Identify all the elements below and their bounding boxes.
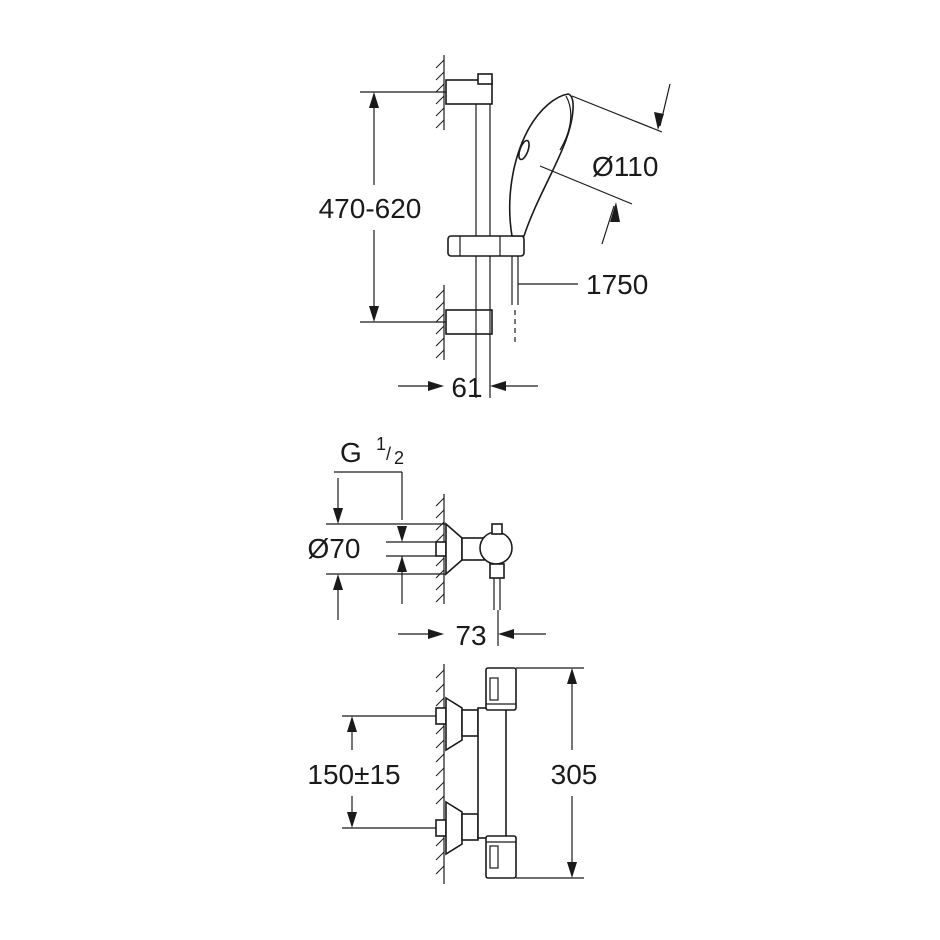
dim-rail-depth: 61 xyxy=(398,372,538,403)
upper-escutcheon xyxy=(445,696,463,752)
outlet-nut xyxy=(489,563,505,579)
dim-mixer-length: 305 xyxy=(516,667,598,879)
svg-text:/: / xyxy=(386,444,391,464)
dim-handshower-diameter: Ø110 xyxy=(539,83,671,245)
upper-inlet-nut xyxy=(435,707,447,725)
shower-head-face xyxy=(559,95,572,151)
rail-height-label: 470-620 xyxy=(319,193,422,224)
shower-rail-view xyxy=(435,55,574,398)
dim-hose-length: 1750 xyxy=(518,269,648,300)
escutcheon xyxy=(445,522,463,576)
escutcheon-diameter-label: Ø70 xyxy=(308,533,361,564)
mixer-depth-label: 73 xyxy=(455,620,486,651)
lower-inlet-nut xyxy=(435,819,447,837)
lower-bracket xyxy=(445,309,493,335)
inlet-connector xyxy=(435,541,447,557)
thread-letter: G xyxy=(340,437,362,468)
hand-shower xyxy=(508,93,574,237)
lower-escutcheon xyxy=(445,800,463,856)
wall-hatching-middle xyxy=(435,497,445,603)
rail-slider xyxy=(447,235,525,257)
lower-inlet-arm xyxy=(461,813,479,841)
inlet-spacing-label: 150±15 xyxy=(307,759,400,790)
mixer-front-view xyxy=(435,664,517,884)
hose-length-label: 1750 xyxy=(586,269,648,300)
shower-button xyxy=(518,139,530,161)
rail-depth-label: 61 xyxy=(451,372,482,403)
mixer-side-view xyxy=(435,494,513,610)
dim-thread: G 1 / 2 xyxy=(334,434,436,604)
mixer-body xyxy=(479,531,513,565)
dim-mixer-depth: 73 xyxy=(398,610,546,651)
mixer-top-nut xyxy=(491,523,503,535)
mixer-bar-body xyxy=(477,707,507,839)
dim-escutcheon-diameter: Ø70 xyxy=(308,478,446,620)
thread-denominator: 2 xyxy=(394,448,404,468)
dim-rail-height: 470-620 xyxy=(319,91,446,323)
mixer-length-label: 305 xyxy=(551,759,598,790)
wall-hatching-bottom xyxy=(435,669,445,875)
upper-inlet-arm xyxy=(461,709,479,737)
thread-numerator: 1 xyxy=(376,434,386,454)
dim-inlet-spacing: 150±15 xyxy=(307,715,436,829)
upper-bracket-cap xyxy=(477,73,493,85)
handshower-diameter-label: Ø110 xyxy=(592,151,658,182)
wall-hatching xyxy=(435,59,445,359)
